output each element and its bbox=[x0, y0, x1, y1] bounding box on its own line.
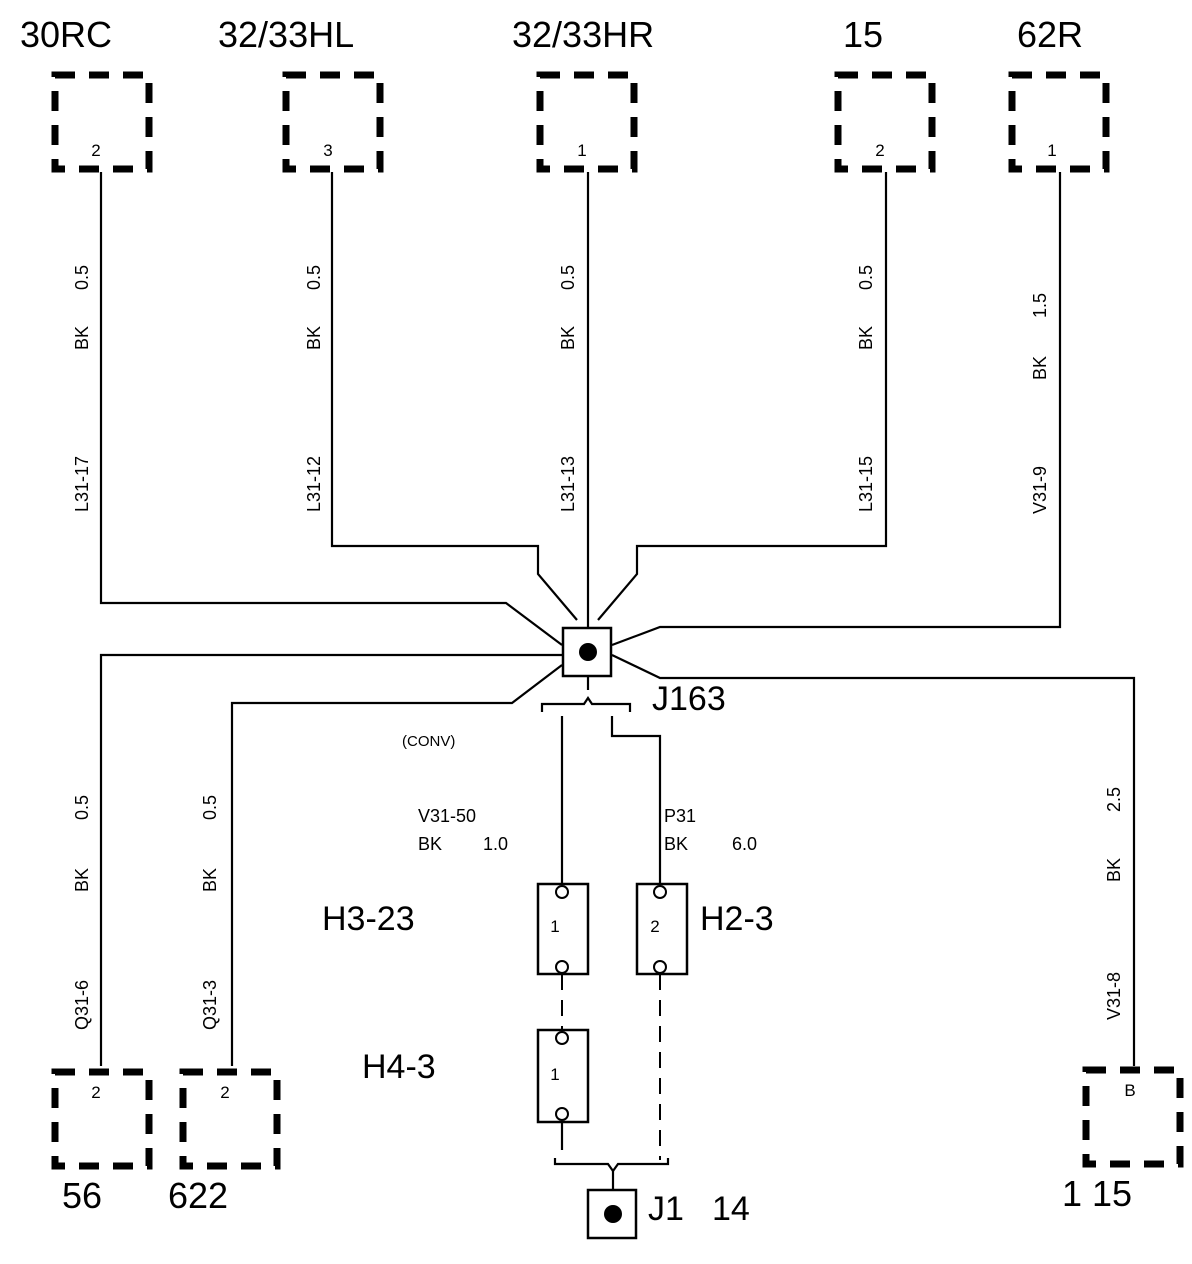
wire-v31-9 bbox=[611, 172, 1062, 647]
wire-color-l31-13: BK bbox=[558, 326, 578, 350]
connector-label-62r: 62R bbox=[1017, 14, 1083, 55]
wire-id-l31-13: L31-13 bbox=[558, 456, 578, 512]
connector-box-32-33hr bbox=[536, 71, 638, 173]
h4-pin-top bbox=[555, 1031, 569, 1045]
wire-l31-15 bbox=[597, 172, 888, 621]
wire-color-q31-6: BK bbox=[72, 868, 92, 892]
wire-color-l31-15: BK bbox=[856, 326, 876, 350]
pin-622: 2 bbox=[220, 1083, 229, 1102]
connector-label-32-33hr: 32/33HR bbox=[512, 14, 654, 55]
h2-pin-top bbox=[653, 885, 667, 899]
wire-labels-56: BK 0.5 Q31-6 bbox=[72, 795, 92, 1030]
connector-box-15 bbox=[834, 71, 936, 173]
wire-labels-1-15: BK 2.5 V31-8 bbox=[1104, 787, 1124, 1020]
wire-color-v31-8: BK bbox=[1104, 858, 1124, 882]
wire-size-l31-15: 0.5 bbox=[856, 265, 876, 290]
pin-32-33hl: 3 bbox=[323, 141, 332, 160]
connector-label-h4-3: H4-3 bbox=[362, 1048, 436, 1086]
wire-size-q31-3: 0.5 bbox=[200, 795, 220, 820]
wire-q31-6 bbox=[99, 653, 562, 1066]
wire-size-l31-13: 0.5 bbox=[558, 265, 578, 290]
h3-pin-number: 1 bbox=[550, 917, 559, 936]
connector-h4-3 bbox=[536, 1028, 590, 1124]
ground-label: J1 bbox=[648, 1190, 684, 1228]
ground-number: 14 bbox=[712, 1190, 750, 1228]
h4-pin-number: 1 bbox=[550, 1065, 559, 1084]
wire-v31-8 bbox=[611, 654, 1136, 1066]
h2-pin-bottom bbox=[653, 960, 667, 974]
wire-color-p31: BK bbox=[664, 834, 688, 854]
h3-pin-top bbox=[555, 885, 569, 899]
wire-id-l31-17: L31-17 bbox=[72, 456, 92, 512]
wire-color-v31-50: BK bbox=[418, 834, 442, 854]
pin-56: 2 bbox=[91, 1083, 100, 1102]
connector-h2-3 bbox=[635, 882, 689, 976]
wire-labels-622: BK 0.5 Q31-3 bbox=[200, 795, 220, 1030]
connector-label-15: 15 bbox=[843, 14, 883, 55]
wire-id-v31-8: V31-8 bbox=[1104, 972, 1124, 1020]
connector-label-56: 56 bbox=[62, 1175, 102, 1216]
wire-labels-32-33hl: BK 0.5 L31-12 bbox=[304, 265, 324, 512]
wire-size-q31-6: 0.5 bbox=[72, 795, 92, 820]
connector-box-56 bbox=[51, 1068, 153, 1170]
connector-box-32-33hl bbox=[282, 71, 384, 173]
ground-brace bbox=[553, 1158, 670, 1173]
pin-1-15: B bbox=[1124, 1081, 1135, 1100]
connector-label-30rc: 30RC bbox=[20, 14, 112, 55]
wire-color-l31-12: BK bbox=[304, 326, 324, 350]
connector-box-30rc bbox=[51, 71, 153, 173]
h4-pin-bottom bbox=[555, 1107, 569, 1121]
wire-id-q31-3: Q31-3 bbox=[200, 980, 220, 1030]
wire-color-l31-17: BK bbox=[72, 326, 92, 350]
pin-62r: 1 bbox=[1047, 141, 1056, 160]
wire-id-v31-9: V31-9 bbox=[1030, 466, 1050, 514]
wire-labels-30rc: BK 0.5 L31-17 bbox=[72, 265, 92, 512]
wire-color-q31-3: BK bbox=[200, 868, 220, 892]
connector-label-h3-23: H3-23 bbox=[322, 900, 415, 938]
wire-id-q31-6: Q31-6 bbox=[72, 980, 92, 1030]
wire-id-p31: P31 bbox=[664, 806, 696, 826]
connector-box-1-15 bbox=[1082, 1066, 1184, 1168]
wire-l31-17 bbox=[99, 172, 563, 646]
wire-size-l31-17: 0.5 bbox=[72, 265, 92, 290]
splice-label: J163 bbox=[652, 680, 726, 718]
connector-box-62r bbox=[1008, 71, 1110, 173]
conv-note: (CONV) bbox=[402, 733, 455, 750]
wire-labels-32-33hr: BK 0.5 L31-13 bbox=[558, 265, 578, 512]
splice-dot bbox=[579, 643, 597, 661]
wire-l31-12 bbox=[330, 172, 578, 621]
pin-32-33hr: 1 bbox=[577, 141, 586, 160]
wire-size-v31-50: 1.0 bbox=[483, 834, 508, 854]
connector-label-h2-3: H2-3 bbox=[700, 900, 774, 938]
h2-pin-number: 2 bbox=[650, 917, 659, 936]
wire-size-v31-9: 1.5 bbox=[1030, 293, 1050, 318]
connector-label-1-15: 1 15 bbox=[1062, 1173, 1132, 1214]
connector-label-622: 622 bbox=[168, 1175, 228, 1216]
wire-color-v31-9: BK bbox=[1030, 356, 1050, 380]
wire-id-l31-15: L31-15 bbox=[856, 456, 876, 512]
wire-p31 bbox=[610, 716, 662, 886]
wire-id-v31-50: V31-50 bbox=[418, 806, 476, 826]
connector-box-622 bbox=[179, 1068, 281, 1170]
pin-30rc: 2 bbox=[91, 141, 100, 160]
wire-q31-3 bbox=[230, 664, 563, 1066]
connector-label-32-33hl: 32/33HL bbox=[218, 14, 354, 55]
splice-brace bbox=[540, 696, 632, 712]
wire-size-v31-8: 2.5 bbox=[1104, 787, 1124, 812]
wire-labels-62r: BK 1.5 V31-9 bbox=[1030, 293, 1050, 514]
wire-id-l31-12: L31-12 bbox=[304, 456, 324, 512]
h3-pin-bottom bbox=[555, 960, 569, 974]
ground-dot bbox=[604, 1205, 622, 1223]
wire-size-p31: 6.0 bbox=[732, 834, 757, 854]
wire-labels-15: BK 0.5 L31-15 bbox=[856, 265, 876, 512]
pin-15: 2 bbox=[875, 141, 884, 160]
wire-size-l31-12: 0.5 bbox=[304, 265, 324, 290]
